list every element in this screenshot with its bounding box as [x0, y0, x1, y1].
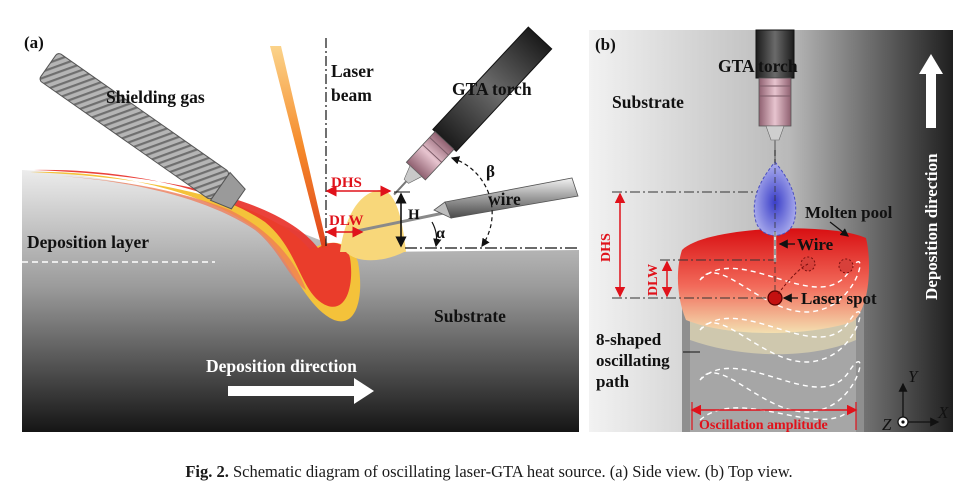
shielding-gas-nozzle: [39, 53, 246, 210]
path-label-line1: 8-shaped: [596, 330, 662, 349]
beta-arc: [450, 156, 493, 247]
laser-beam-shape: [270, 46, 327, 248]
axis-z-dot: [901, 420, 905, 424]
laser-beam-label-line2: beam: [331, 85, 372, 105]
dlw-label-b: DLW: [646, 264, 661, 296]
deposition-layer-label: Deposition layer: [27, 232, 149, 252]
molten-pool-b: [677, 228, 870, 333]
deposition-direction-arrow-b: [919, 54, 943, 128]
caption-label: Fig. 2.: [185, 462, 229, 481]
deposition-direction-arrow-a: [228, 378, 374, 404]
axis-y-label: Y: [908, 367, 919, 386]
shielding-gas-label: Shielding gas: [106, 87, 205, 107]
gta-torch-a: [393, 26, 553, 196]
laser-spot-label: Laser spot: [801, 289, 877, 308]
path-label-line3: path: [596, 372, 630, 391]
gta-torch-b: [755, 29, 795, 162]
wire-label-b: Wire: [797, 235, 834, 254]
laser-spot-ghost-2: [838, 258, 854, 274]
oscillation-amplitude-label: Oscillation amplitude: [699, 418, 828, 433]
laser-beam-label-line1: Laser: [331, 61, 374, 81]
dhs-label-a: DHS: [331, 175, 362, 191]
deposition-layer-red: [34, 169, 352, 307]
substrate-label-a: Substrate: [434, 306, 506, 326]
laser-spot-center: [767, 290, 783, 306]
dlw-label-a: DLW: [329, 213, 363, 229]
h-label: H: [408, 207, 420, 223]
melt-pool-base: [346, 252, 404, 261]
path-label-line2: oscillating: [596, 351, 670, 370]
gta-torch-label-a: GTA torch: [452, 79, 532, 99]
molten-pool-leader: [829, 221, 849, 237]
spot-trajectory: [777, 263, 809, 295]
wire-label-a: wire: [488, 189, 521, 209]
molten-pool-label: Molten pool: [805, 203, 893, 222]
alpha-arc: [431, 221, 442, 248]
alpha-label: α: [436, 225, 445, 242]
substrate-block-a: [22, 170, 579, 432]
panel-a-tag: (a): [24, 33, 44, 52]
panel-b: (b) GTA torch Substrate Deposition direc…: [589, 29, 953, 434]
wire-feeder-tip: [433, 201, 452, 219]
deposition-direction-label-b: Deposition direction: [922, 153, 941, 300]
gta-torch-label-b: GTA torch: [718, 56, 798, 76]
beta-label: β: [486, 162, 495, 181]
caption-text: Schematic diagram of oscillating laser-G…: [232, 462, 793, 481]
panel-a: (a) Shielding gas Laser beam GTA torch β…: [22, 26, 579, 432]
substrate-label-b: Substrate: [612, 92, 684, 112]
axis-x-label: X: [937, 403, 949, 422]
deposition-direction-label-a: Deposition direction: [206, 356, 357, 376]
axis-z-label: Z: [882, 415, 892, 434]
figure-caption: Fig. 2. Schematic diagram of oscillating…: [0, 462, 978, 486]
dhs-label-b: DHS: [599, 233, 614, 262]
panel-b-tag: (b): [595, 35, 616, 54]
